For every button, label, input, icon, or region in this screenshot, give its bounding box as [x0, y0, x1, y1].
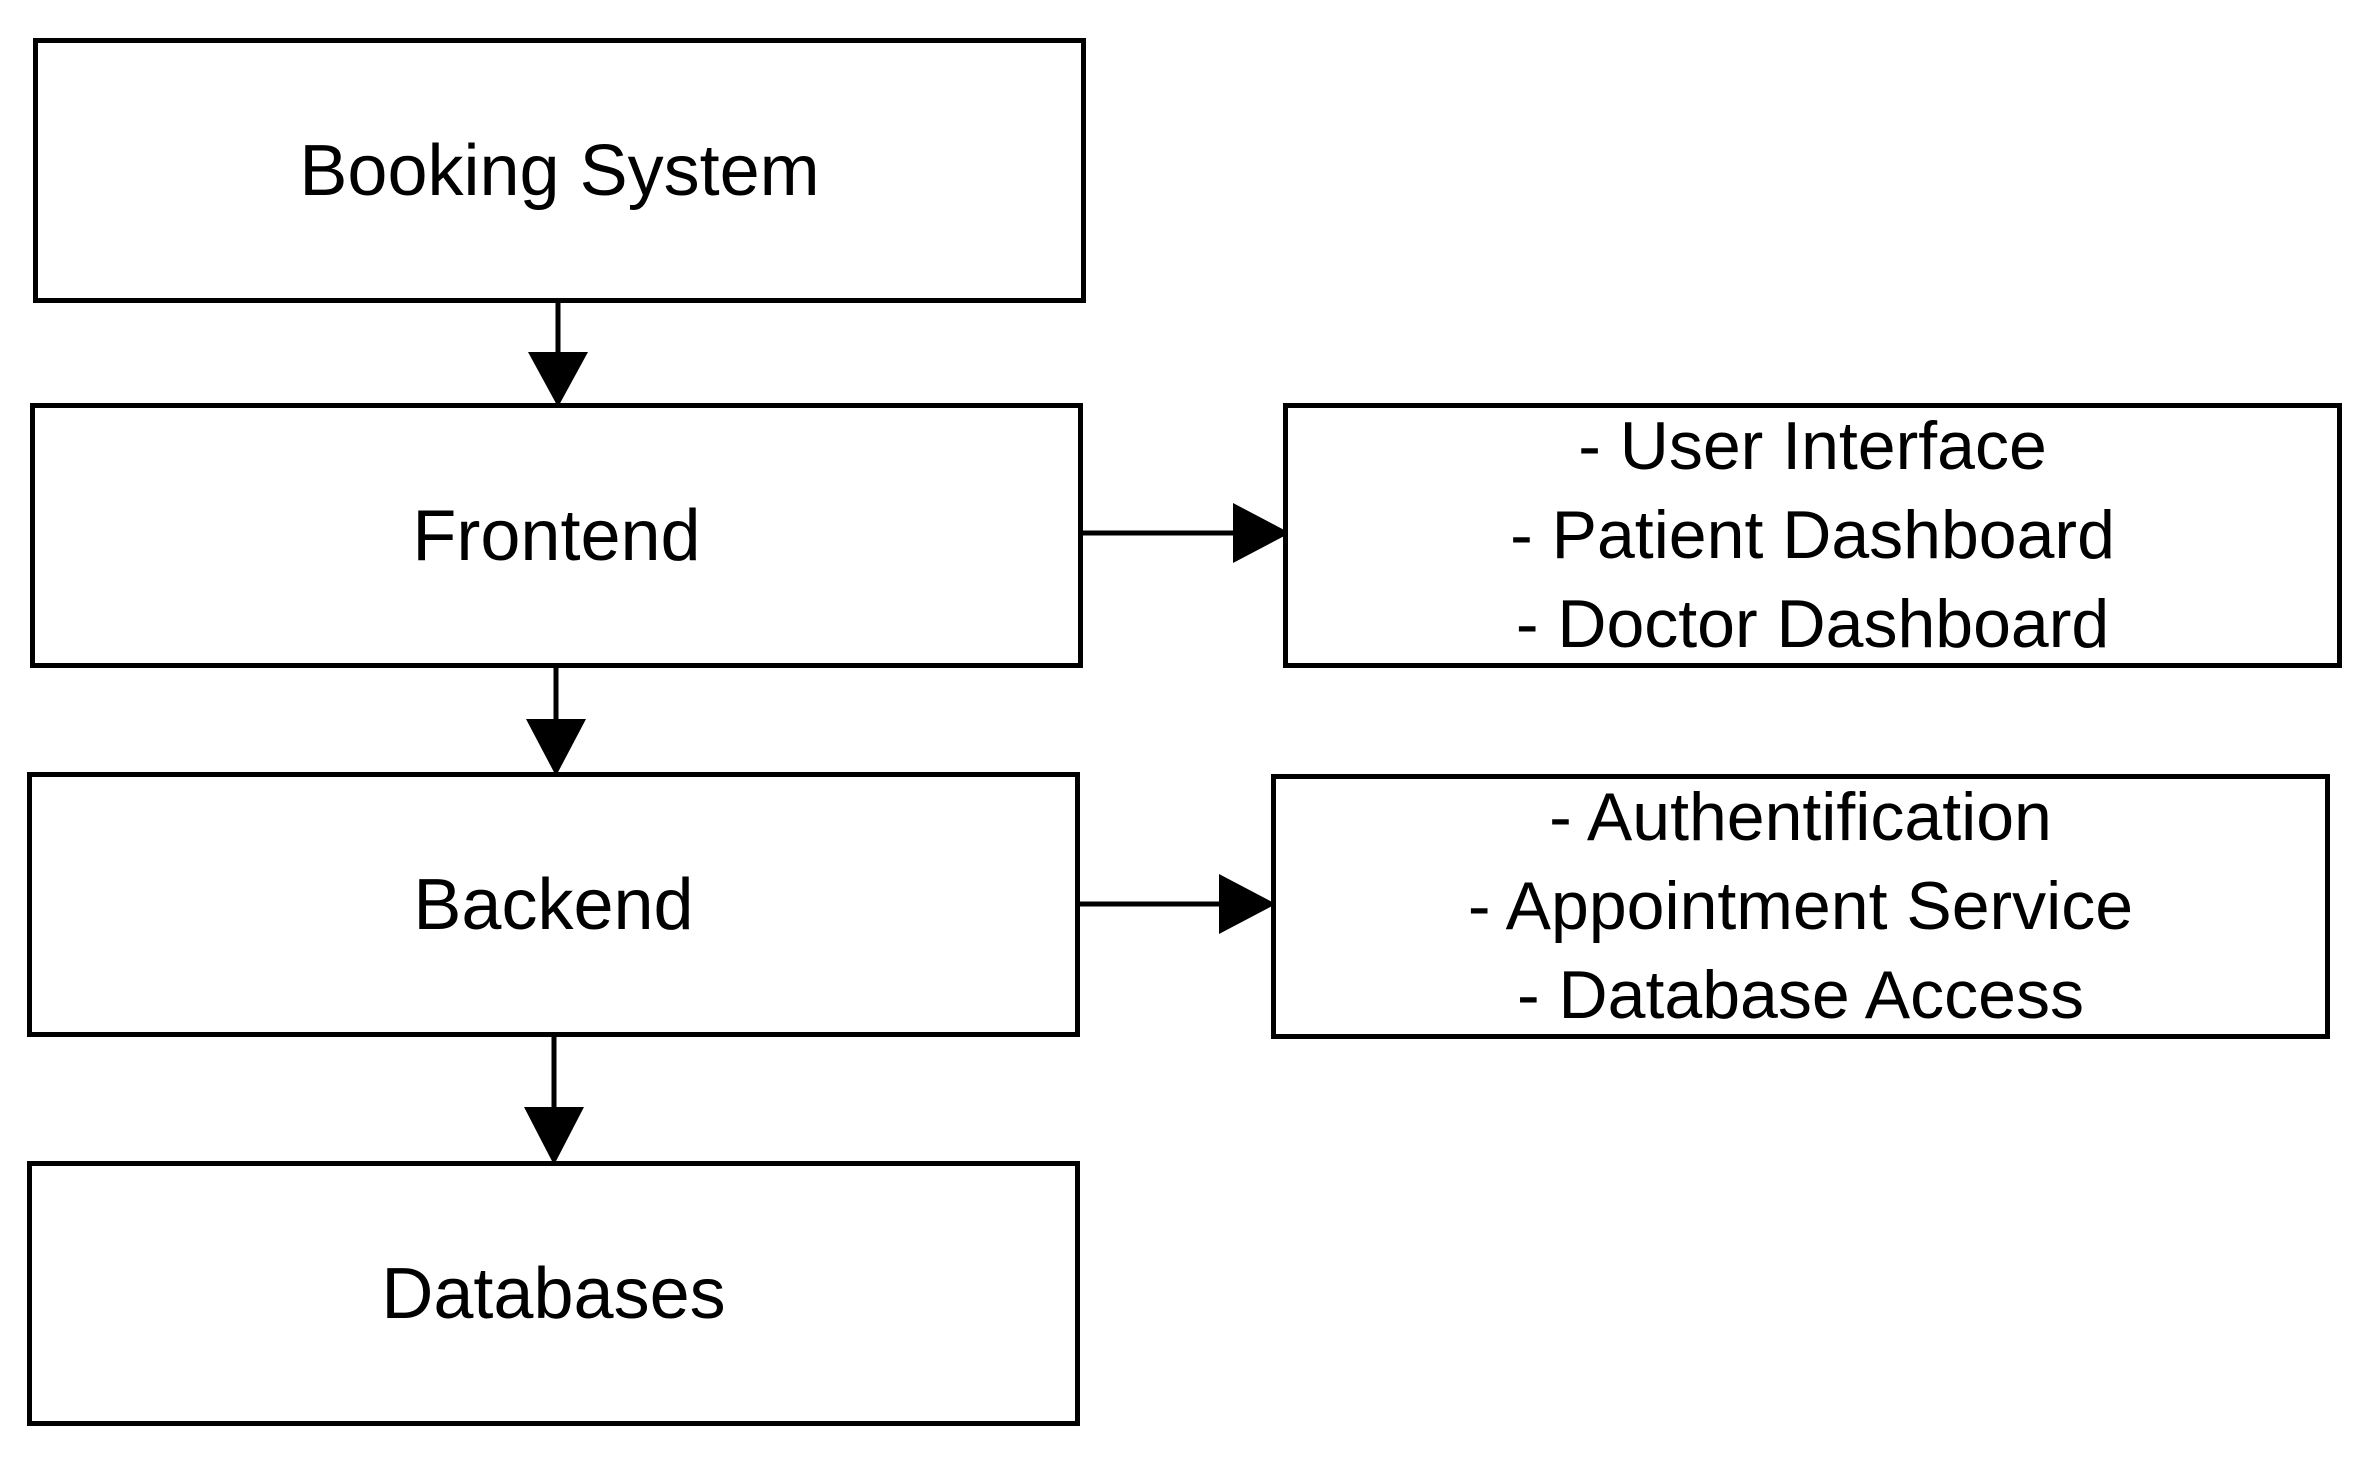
arrow-frontend-to-backend: [526, 668, 586, 776]
backend-box: Backend: [27, 772, 1080, 1037]
arrow-frontend-to-details: [1083, 503, 1290, 563]
frontend-detail-doctor-dashboard: - Doctor Dashboard: [1515, 586, 2110, 662]
backend-detail-authentification: - Authentification: [1549, 779, 2052, 855]
backend-details-box: - Authentification - Appointment Service…: [1271, 774, 2330, 1039]
databases-box: Databases: [27, 1161, 1080, 1426]
backend-detail-appointment-service: - Appointment Service: [1467, 868, 2134, 944]
booking-system-box: Booking System: [33, 38, 1086, 303]
booking-system-label: Booking System: [299, 130, 820, 211]
frontend-box: Frontend: [30, 403, 1083, 668]
arrow-backend-to-details: [1080, 874, 1276, 934]
backend-label: Backend: [413, 864, 694, 945]
frontend-label: Frontend: [412, 495, 701, 576]
arrow-booking-to-frontend: [528, 303, 588, 407]
frontend-detail-patient-dashboard: - Patient Dashboard: [1510, 497, 2115, 573]
databases-label: Databases: [381, 1253, 726, 1334]
frontend-details-box: - User Interface - Patient Dashboard - D…: [1283, 403, 2342, 668]
frontend-detail-user-interface: - User Interface: [1578, 408, 2047, 484]
backend-detail-database-access: - Database Access: [1517, 957, 2084, 1033]
arrow-backend-to-databases: [524, 1037, 584, 1165]
